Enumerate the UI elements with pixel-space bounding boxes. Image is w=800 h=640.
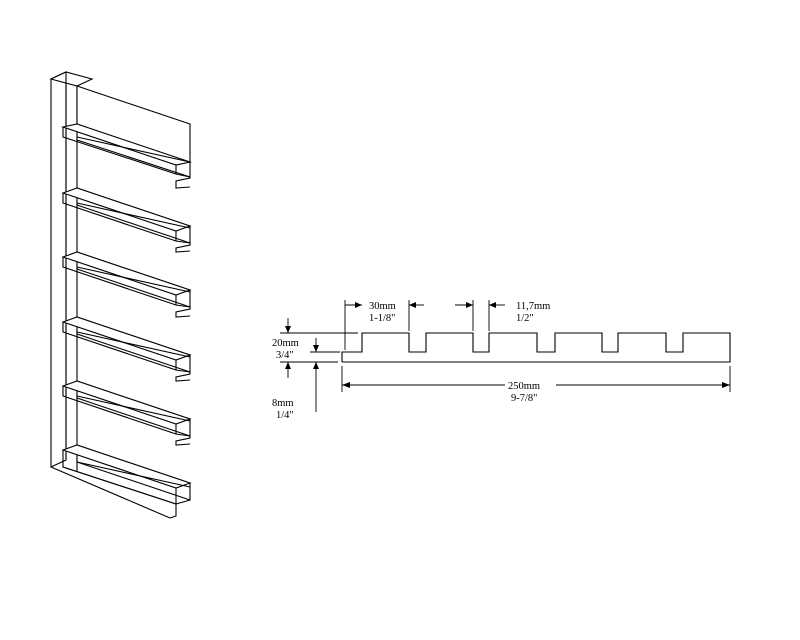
tooth-width-metric: 11,7mm [516,301,550,312]
total-width-metric: 250mm [508,381,540,392]
dimension-groove-width: 30mm 1-1/8" [344,300,424,350]
dimension-total-width: 250mm 9-7/8" [341,366,731,404]
rib-1 [60,85,193,178]
rib-2 [61,187,192,244]
total-width-imperial: 9-7/8" [511,393,537,404]
panel-left-face [50,71,67,468]
rib-4 [61,316,192,373]
groove-width-metric: 30mm [369,301,396,312]
dimension-groove-depth: 8mm 1/4" [272,338,340,421]
thickness-imperial: 3/4" [276,350,294,361]
rib-5 [61,380,192,437]
rib-6 [50,444,192,519]
panel-top-face [49,71,94,87]
dimension-thickness: 20mm 3/4" [272,318,358,378]
groove-depth-imperial: 1/4" [276,410,294,421]
panel-ribs [50,85,193,519]
groove-depth-metric: 8mm [272,398,294,409]
dimension-tooth-width: 11,7mm 1/2" [455,300,550,331]
cross-section-profile [341,332,731,363]
groove-width-imperial: 1-1/8" [369,313,395,324]
thickness-metric: 20mm [272,338,299,349]
profile-outline [341,332,731,363]
rib-3 [61,251,192,308]
isometric-panel-view [49,71,193,519]
panel-right-steps [175,177,191,446]
tooth-width-imperial: 1/2" [516,313,534,324]
